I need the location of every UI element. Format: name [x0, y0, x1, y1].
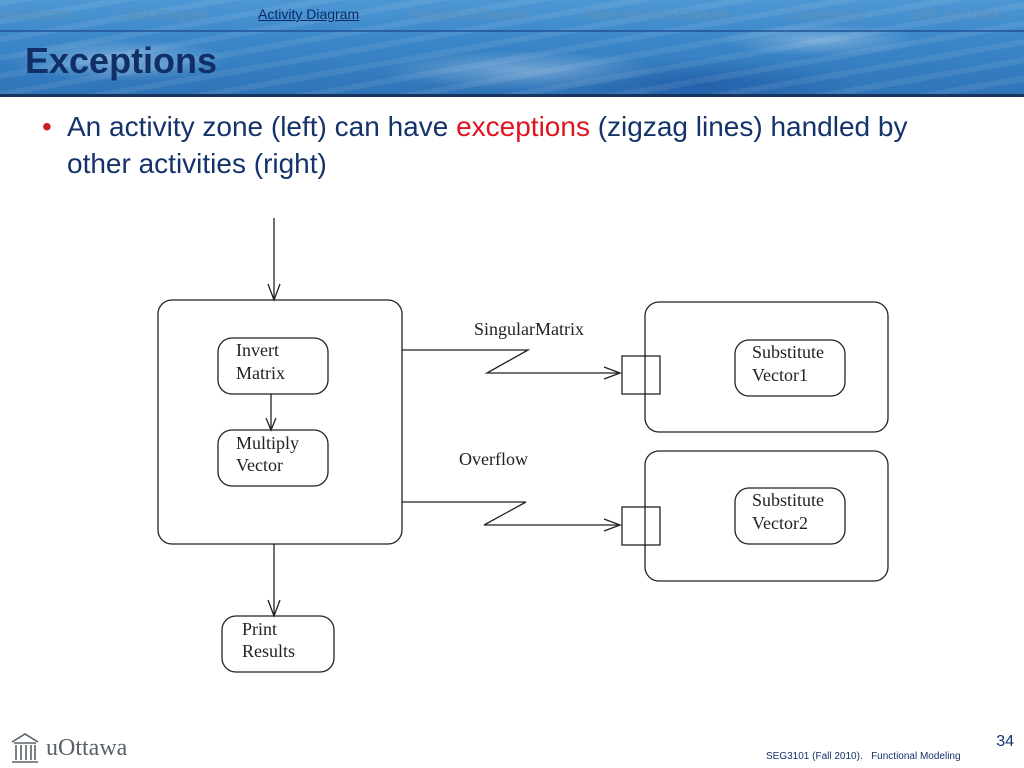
action-substitute-vector1 — [734, 339, 846, 397]
label-invert-line1: Invert — [236, 340, 279, 360]
activity-zone-right-1 — [644, 301, 889, 433]
nav-state-machine-diagram[interactable]: State Machine Diagram — [584, 6, 731, 22]
action-multiply-vector — [217, 429, 329, 487]
slide-title: Exceptions — [25, 40, 218, 81]
label-multiply-line1: Multiply — [236, 433, 299, 453]
header-banner — [0, 0, 1024, 94]
page-number: 34 — [996, 733, 1014, 750]
uottawa-logo-icon — [11, 733, 39, 763]
action-print-results — [221, 615, 335, 673]
activity-zone-left — [157, 299, 403, 545]
nav-introduction[interactable]: Introduction — [0, 6, 74, 22]
label-exception-overflow: Overflow — [459, 449, 528, 469]
bullet-text: An activity zone (left) can have excepti… — [67, 108, 967, 182]
nav-divider — [0, 30, 1024, 32]
nav-consistency[interactable]: Consistency — [790, 6, 867, 22]
section-nav: Introduction Class Diagram Activity Diag… — [0, 6, 1024, 28]
action-invert-matrix — [217, 337, 329, 395]
exception-handler-pin-2 — [621, 506, 661, 546]
label-print-line2: Results — [242, 641, 295, 661]
label-print-line1: Print — [242, 619, 277, 639]
label-sub2-line2: Vector2 — [752, 513, 808, 533]
title-divider — [0, 94, 1024, 97]
footer-logo: uOttawa — [10, 730, 127, 766]
exception-zigzag-singularmatrix — [402, 349, 620, 374]
label-sub1-line2: Vector1 — [752, 365, 808, 385]
exception-zigzag-overflow — [402, 501, 620, 526]
footer-course-info: SEG3101 (Fall 2010). Functional Modeling — [766, 751, 961, 762]
exception-handler-pin-1 — [621, 355, 661, 395]
label-multiply-line2: Vector — [236, 455, 283, 475]
label-sub2-line1: Substitute — [752, 490, 824, 510]
bullet-icon: • — [42, 111, 52, 142]
footer-course: SEG3101 (Fall 2010). — [766, 751, 863, 762]
exception-arrowhead-1 — [603, 366, 622, 380]
nav-uml-and-urn[interactable]: UML and URN — [910, 6, 1001, 22]
label-sub1-line1: Substitute — [752, 342, 824, 362]
action-substitute-vector2 — [734, 487, 846, 545]
logo-text: uOttawa — [46, 734, 128, 761]
nav-activity-diagram[interactable]: Activity Diagram — [258, 6, 360, 22]
activity-zone-right-2 — [644, 450, 889, 582]
exception-arrowhead-2 — [603, 518, 622, 532]
nav-class-diagram[interactable]: Class Diagram — [117, 6, 209, 22]
label-invert-line2: Matrix — [236, 363, 285, 383]
label-exception-singularmatrix: SingularMatrix — [474, 319, 584, 339]
footer-topic: Functional Modeling — [871, 751, 961, 762]
bullet-emphasis: exceptions — [456, 111, 590, 142]
nav-sequence-diagram[interactable]: Sequence Diagram — [410, 6, 530, 22]
bullet-text-start: An activity zone (left) can have — [67, 111, 457, 142]
bullet-text-end: (zigzag lines) handled by other activiti… — [67, 111, 908, 179]
